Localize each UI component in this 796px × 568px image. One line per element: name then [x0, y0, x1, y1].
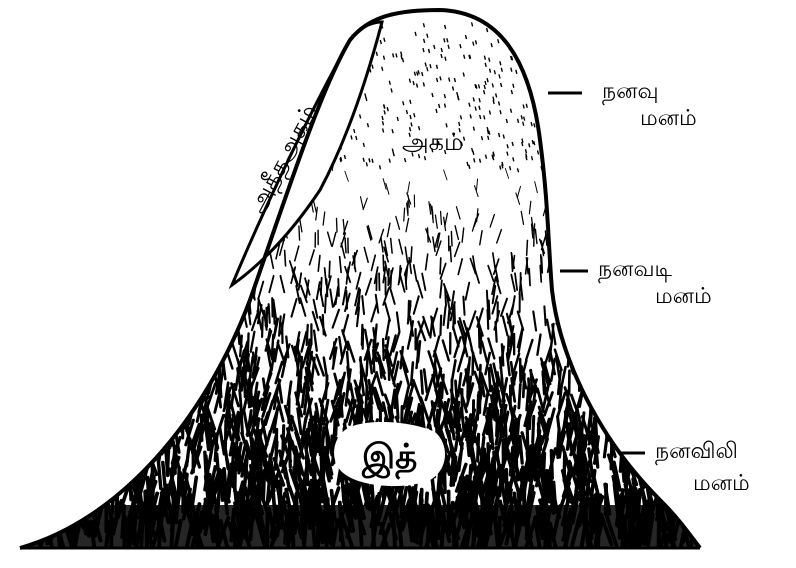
id-label: இத் — [361, 437, 417, 480]
preconscious-label-2: மனம் — [655, 284, 712, 309]
preconscious-label-1: நனவடி — [598, 257, 673, 283]
conscious-label-2: மனம் — [640, 106, 697, 131]
ego-label: அகம் — [402, 128, 463, 156]
unconscious-label-1: நனவிலி — [655, 439, 738, 465]
superego-region — [232, 22, 382, 285]
conscious-label-1: நனவு — [602, 79, 659, 105]
unconscious-label-2: மனம் — [693, 471, 750, 496]
